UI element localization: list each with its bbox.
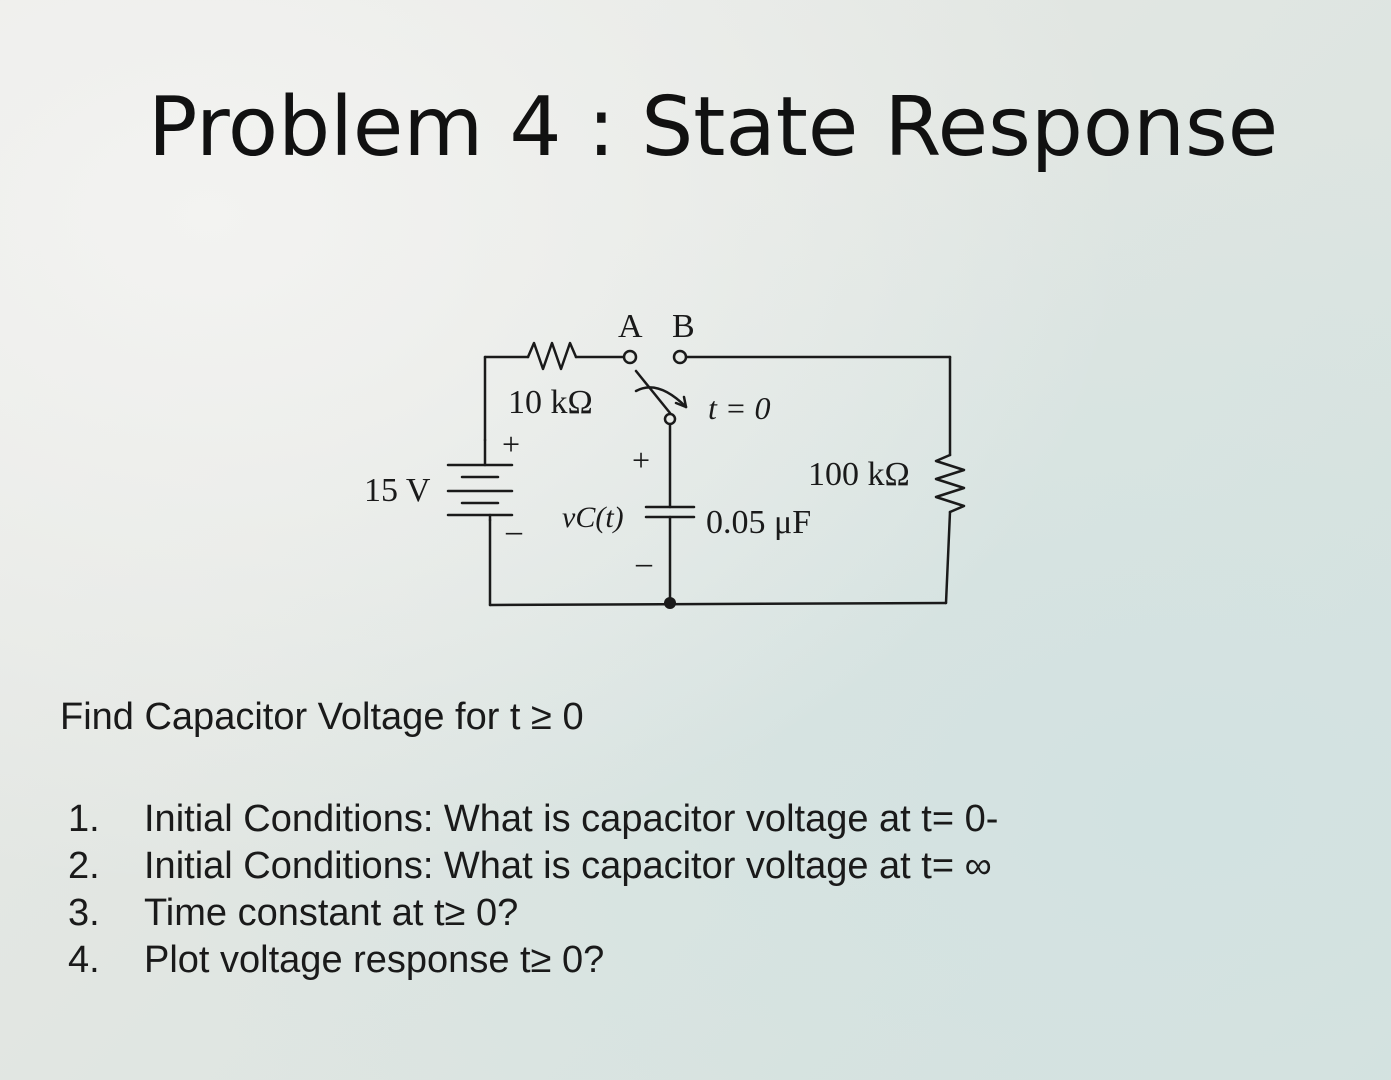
question-text: Initial Conditions: What is capacitor vo…	[144, 798, 999, 840]
question-number: 2.	[68, 845, 100, 887]
question-list: 1. Initial Conditions: What is capacitor …	[60, 796, 998, 984]
slide-title: Problem 4 : State Response	[148, 80, 1279, 175]
switch-time-label: t = 0	[708, 390, 770, 426]
problem-prompt: Find Capacitor Voltage for t ≥ 0	[60, 696, 584, 738]
terminal-b-dot	[672, 349, 688, 365]
question-item: 3. Time constant at t≥ 0?	[60, 890, 998, 937]
capacitor-label: 0.05 μF	[706, 504, 811, 541]
question-text: Initial Conditions: What is capacitor vo…	[144, 845, 992, 887]
cap-minus-label: –	[635, 544, 653, 580]
question-text: Plot voltage response t≥ 0?	[144, 939, 605, 981]
question-number: 3.	[68, 892, 100, 934]
terminal-b-label: B	[672, 308, 695, 345]
question-text: Time constant at t≥ 0?	[144, 892, 519, 934]
wire-right-bottom	[944, 510, 952, 605]
source-minus-label: –	[505, 512, 523, 548]
terminal-a-dot	[622, 349, 638, 365]
circuit-diagram: A B 10 kΩ + 15 V – t = 0 + vC(t) 0.05 μF…	[364, 308, 966, 609]
cap-voltage-label: vC(t)	[562, 501, 624, 534]
question-number: 4.	[68, 939, 100, 981]
question-item: 1. Initial Conditions: What is capacitor …	[60, 796, 998, 843]
switch-pivot	[663, 412, 677, 426]
cap-plus-label: +	[632, 442, 650, 478]
question-item: 2. Initial Conditions: What is capacitor …	[60, 843, 998, 890]
wire-bottom	[488, 601, 948, 607]
terminal-a-label: A	[618, 308, 643, 345]
switch-arrow	[634, 386, 688, 409]
resistor-10k-label: 10 kΩ	[508, 384, 593, 421]
resistor-100k	[934, 453, 966, 514]
source-voltage-label: 15 V	[364, 472, 431, 509]
question-item: 4. Plot voltage response t≥ 0?	[60, 937, 998, 984]
junction-dot	[664, 597, 676, 609]
switch-blade	[634, 369, 672, 415]
resistor-10k	[526, 341, 578, 371]
source-plus-label: +	[502, 426, 520, 462]
question-number: 1.	[68, 798, 100, 840]
resistor-100k-label: 100 kΩ	[808, 456, 910, 493]
